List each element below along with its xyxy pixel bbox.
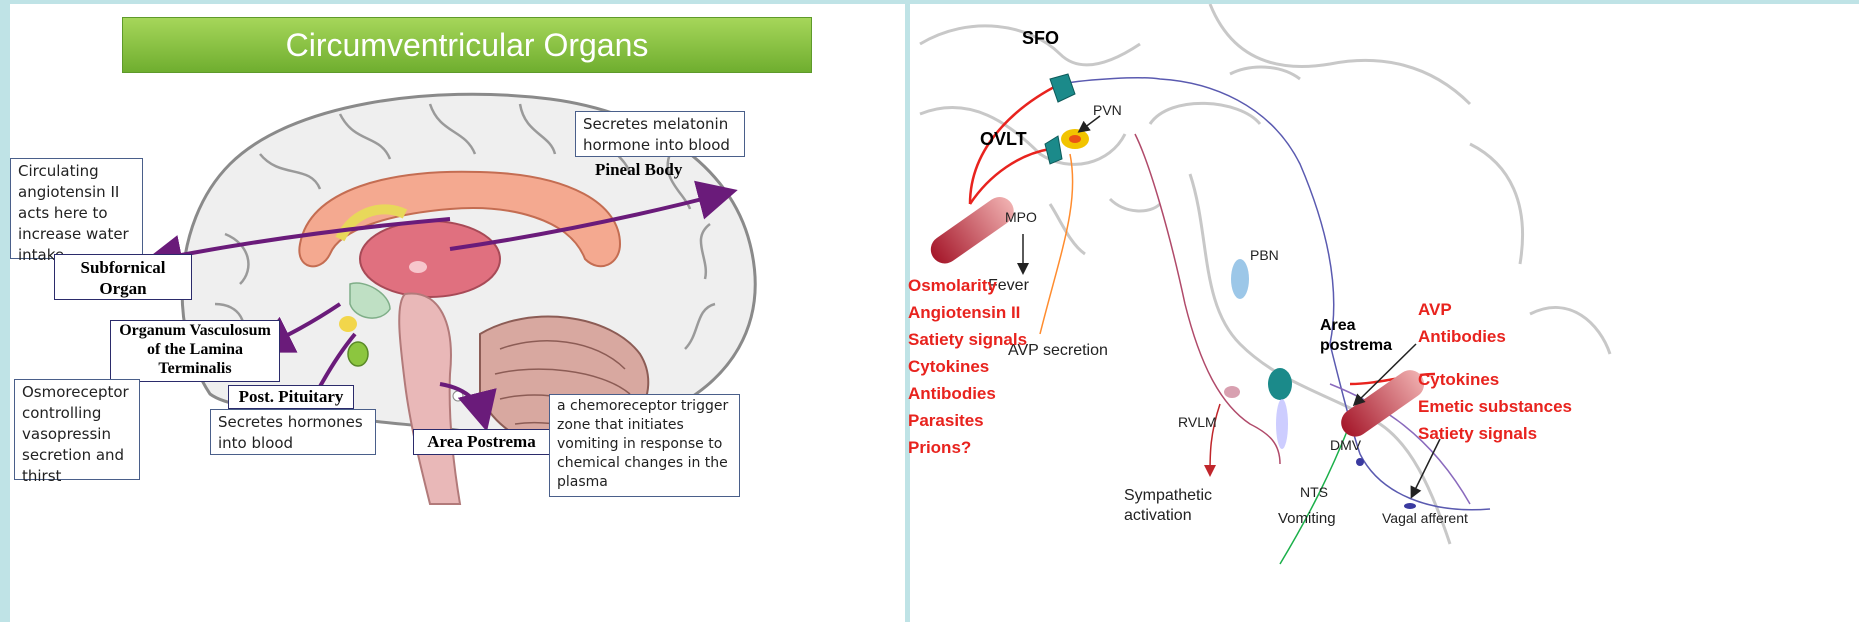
- pituitary-gland: [348, 342, 368, 366]
- sfo-node: [1050, 74, 1075, 102]
- sfo-label: SFO: [1022, 28, 1059, 49]
- signal-item: Parasites: [908, 407, 1027, 434]
- ovlt-label-right: OVLT: [980, 129, 1027, 150]
- pbn-label: PBN: [1250, 247, 1279, 263]
- right-signal-list-bottom: Cytokines Emetic substances Satiety sign…: [1418, 366, 1572, 447]
- signal-item: Satiety signals: [1418, 420, 1572, 447]
- vagal-node: [1404, 503, 1416, 509]
- sympathetic-label: Sympathetic activation: [1124, 486, 1244, 526]
- dmv-node: [1356, 458, 1364, 466]
- pbn-node: [1231, 259, 1249, 299]
- rvlm-node: [1224, 386, 1240, 398]
- pineal-body-label: Pineal Body: [595, 160, 682, 180]
- nts-label: NTS: [1300, 484, 1328, 500]
- signal-item: Satiety signals: [908, 326, 1027, 353]
- area-postrema-node: [1268, 368, 1292, 400]
- ovlt-description: Osmoreceptor controlling vasopressin sec…: [14, 379, 140, 480]
- pvn-label: PVN: [1093, 102, 1122, 118]
- signal-item: AVP: [1418, 296, 1506, 323]
- subfornical-organ-label: Subfornical Organ: [54, 254, 192, 300]
- area-postrema-description: a chemoreceptor trigger zone that initia…: [549, 394, 740, 497]
- vagal-afferent-label: Vagal afferent: [1382, 510, 1468, 526]
- signal-item: Cytokines: [908, 353, 1027, 380]
- signal-item: Cytokines: [1418, 366, 1572, 393]
- mpo-label: MPO: [1005, 209, 1037, 225]
- brain-illustration: [10, 4, 905, 622]
- signal-item: Prions?: [908, 434, 1027, 461]
- neural-pathway-diagram: [910, 4, 1859, 622]
- ovlt-label: Organum Vasculosum of the Lamina Termina…: [110, 320, 280, 382]
- signal-item: Antibodies: [908, 380, 1027, 407]
- signal-item: Angiotensin II: [908, 299, 1027, 326]
- signal-item: Antibodies: [1418, 323, 1506, 350]
- subfornical-description: Circulating angiotensin II acts here to …: [10, 158, 143, 259]
- signal-item: Emetic substances: [1418, 393, 1572, 420]
- left-panel: Circumventricular Organs: [10, 4, 905, 622]
- pituitary-description: Secretes hormones into blood: [210, 409, 376, 455]
- pineal-description: Secretes melatonin hormone into blood: [575, 111, 745, 157]
- right-panel: SFO OVLT PVN MPO Fever AVP secretion PBN…: [910, 4, 1859, 622]
- signal-item: Osmolarity: [908, 272, 1027, 299]
- left-blood-vessel: [925, 192, 1019, 269]
- thalamus: [360, 221, 500, 297]
- rvlm-label: RVLM: [1178, 414, 1217, 430]
- area-postrema-label-right: Area postrema: [1320, 316, 1410, 356]
- dmv-label: DMV: [1330, 437, 1361, 453]
- vomiting-label: Vomiting: [1278, 510, 1336, 527]
- area-postrema-label: Area Postrema: [413, 429, 550, 455]
- right-signal-list-top: AVP Antibodies: [1418, 296, 1506, 350]
- post-pituitary-label: Post. Pituitary: [228, 385, 354, 409]
- left-signal-list: Osmolarity Angiotensin II Satiety signal…: [908, 272, 1027, 461]
